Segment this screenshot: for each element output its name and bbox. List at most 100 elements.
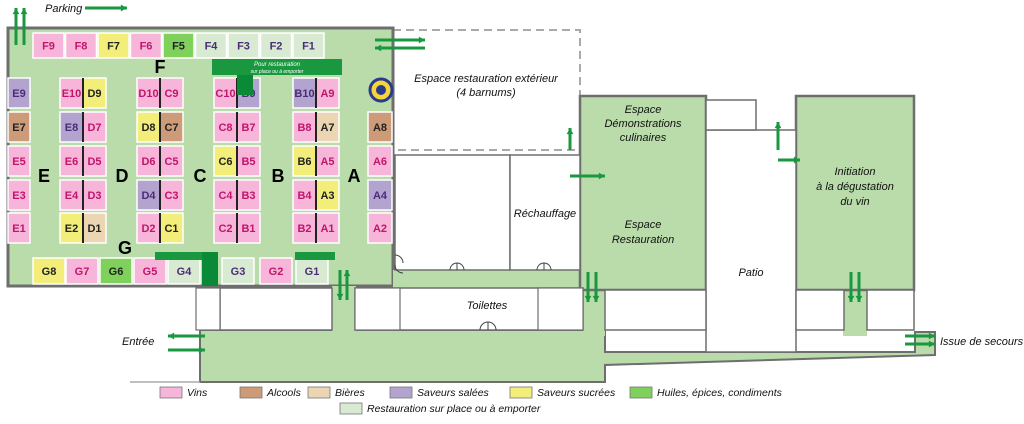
stand-label-e10: E10 bbox=[62, 88, 82, 100]
stand-g2[interactable] bbox=[259, 257, 293, 285]
door-icon-3 bbox=[536, 262, 552, 271]
stand-e7[interactable] bbox=[7, 111, 31, 143]
stand-label-d4: D4 bbox=[141, 190, 156, 202]
stand-g6[interactable] bbox=[99, 257, 133, 285]
stand-e9[interactable] bbox=[7, 77, 31, 109]
stand-label-c8: C8 bbox=[218, 122, 232, 134]
degust-label-1: Initiation bbox=[835, 166, 876, 178]
toilets-divider-right bbox=[537, 287, 584, 331]
zone-letter-c: C bbox=[194, 166, 207, 186]
stand-label-e9: E9 bbox=[12, 88, 25, 100]
stand-e1[interactable] bbox=[7, 212, 31, 244]
arrow-head-icon bbox=[12, 8, 20, 15]
stand-g4[interactable] bbox=[167, 257, 201, 285]
stand-label-c3: C3 bbox=[164, 190, 178, 202]
stand-label-a2: A2 bbox=[373, 223, 387, 235]
stand-label-f2: F2 bbox=[270, 41, 283, 53]
stand-label-c6: C6 bbox=[218, 156, 232, 168]
legend-swatch-alcools bbox=[239, 386, 263, 399]
stand-label-c1: C1 bbox=[164, 223, 178, 235]
stand-a8[interactable] bbox=[367, 111, 393, 143]
arrow-head-icon bbox=[793, 156, 800, 164]
stand-f6[interactable] bbox=[129, 32, 163, 59]
stand-g5[interactable] bbox=[133, 257, 167, 285]
stand-f5[interactable] bbox=[162, 32, 195, 59]
stand-f8[interactable] bbox=[64, 32, 98, 59]
stand-label-c7: C7 bbox=[164, 122, 178, 134]
stand-f4[interactable] bbox=[194, 32, 228, 59]
stand-a2[interactable] bbox=[367, 212, 393, 244]
service-room-2 bbox=[795, 289, 845, 331]
stand-f3[interactable] bbox=[227, 32, 260, 59]
legend-label-huiles: Huiles, épices, condiments bbox=[657, 387, 783, 399]
entrance-corridor bbox=[199, 329, 936, 383]
stand-label-g8: G8 bbox=[42, 266, 57, 278]
stand-label-e7: E7 bbox=[12, 122, 25, 134]
restauration-banner-line-1: Pour restauration bbox=[254, 62, 301, 68]
stand-label-d2: D2 bbox=[141, 223, 155, 235]
stand-label-e8: E8 bbox=[65, 122, 78, 134]
toilettes-label: Toilettes bbox=[467, 300, 508, 312]
stand-label-b1: B1 bbox=[241, 223, 255, 235]
legend-label-sucrees: Saveurs sucrées bbox=[537, 387, 616, 399]
legend-label-vins: Vins bbox=[187, 387, 208, 399]
lions-logo-inner-icon bbox=[376, 85, 386, 95]
degust-label-3: du vin bbox=[840, 196, 869, 208]
stand-label-b8: B8 bbox=[297, 122, 311, 134]
service-room-1 bbox=[604, 289, 707, 331]
issue-secours-label: Issue de secours bbox=[940, 336, 1024, 348]
banner-post-f bbox=[237, 75, 253, 95]
stand-f1[interactable] bbox=[292, 32, 325, 59]
zone-letter-g: G bbox=[118, 238, 132, 258]
parking-label: Parking bbox=[45, 3, 83, 15]
stand-label-c10: C10 bbox=[215, 88, 235, 100]
zone-letter-d: D bbox=[116, 166, 129, 186]
stand-label-a3: A3 bbox=[320, 190, 334, 202]
stand-f9[interactable] bbox=[32, 32, 65, 59]
stand-label-g3: G3 bbox=[231, 266, 246, 278]
stand-label-e4: E4 bbox=[65, 190, 79, 202]
degustation-room bbox=[794, 94, 916, 292]
stand-label-c2: C2 bbox=[218, 223, 232, 235]
stand-e3[interactable] bbox=[7, 179, 31, 211]
stand-label-e3: E3 bbox=[12, 190, 25, 202]
stand-label-d10: D10 bbox=[138, 88, 158, 100]
espace-exterieur-label-1: Espace restauration extérieur bbox=[414, 73, 559, 85]
rechauffage-room bbox=[509, 154, 581, 271]
arrow-head-icon bbox=[598, 172, 605, 180]
degust-label-2: à la dégustation bbox=[816, 181, 894, 193]
stand-g7[interactable] bbox=[65, 257, 99, 285]
entree-label: Entrée bbox=[122, 336, 154, 348]
stand-g3[interactable] bbox=[221, 257, 255, 285]
banner-post-g-1 bbox=[155, 252, 217, 260]
zone-letter-b: B bbox=[272, 166, 285, 186]
stand-label-c9: C9 bbox=[164, 88, 178, 100]
patio-area bbox=[705, 129, 797, 353]
stand-label-d3: D3 bbox=[87, 190, 101, 202]
legend-label-sales: Saveurs salées bbox=[417, 387, 490, 399]
resto-label-1: Espace bbox=[625, 219, 662, 231]
stand-f7[interactable] bbox=[97, 32, 130, 59]
espace-exterieur-label-2: (4 barnums) bbox=[456, 87, 516, 99]
stand-label-a8: A8 bbox=[373, 122, 387, 134]
stand-label-f6: F6 bbox=[140, 41, 153, 53]
arrow-head-icon bbox=[336, 293, 344, 300]
demo-label-3: culinaires bbox=[620, 132, 667, 144]
stand-a4[interactable] bbox=[367, 179, 393, 211]
patio-top-room bbox=[705, 99, 757, 131]
stand-e5[interactable] bbox=[7, 145, 31, 177]
stand-f2[interactable] bbox=[259, 32, 293, 59]
lower-left-room bbox=[219, 287, 333, 331]
stand-label-f8: F8 bbox=[75, 41, 88, 53]
stand-label-b6: B6 bbox=[297, 156, 311, 168]
stand-label-d8: D8 bbox=[141, 122, 155, 134]
arrow-head-icon bbox=[375, 44, 382, 52]
stand-a6[interactable] bbox=[367, 145, 393, 177]
demo-label-1: Espace bbox=[625, 104, 662, 116]
corridor-connector-3 bbox=[843, 286, 867, 336]
stand-g8[interactable] bbox=[32, 257, 66, 285]
legend-label-restauration: Restauration sur place ou à emporter bbox=[367, 403, 541, 415]
